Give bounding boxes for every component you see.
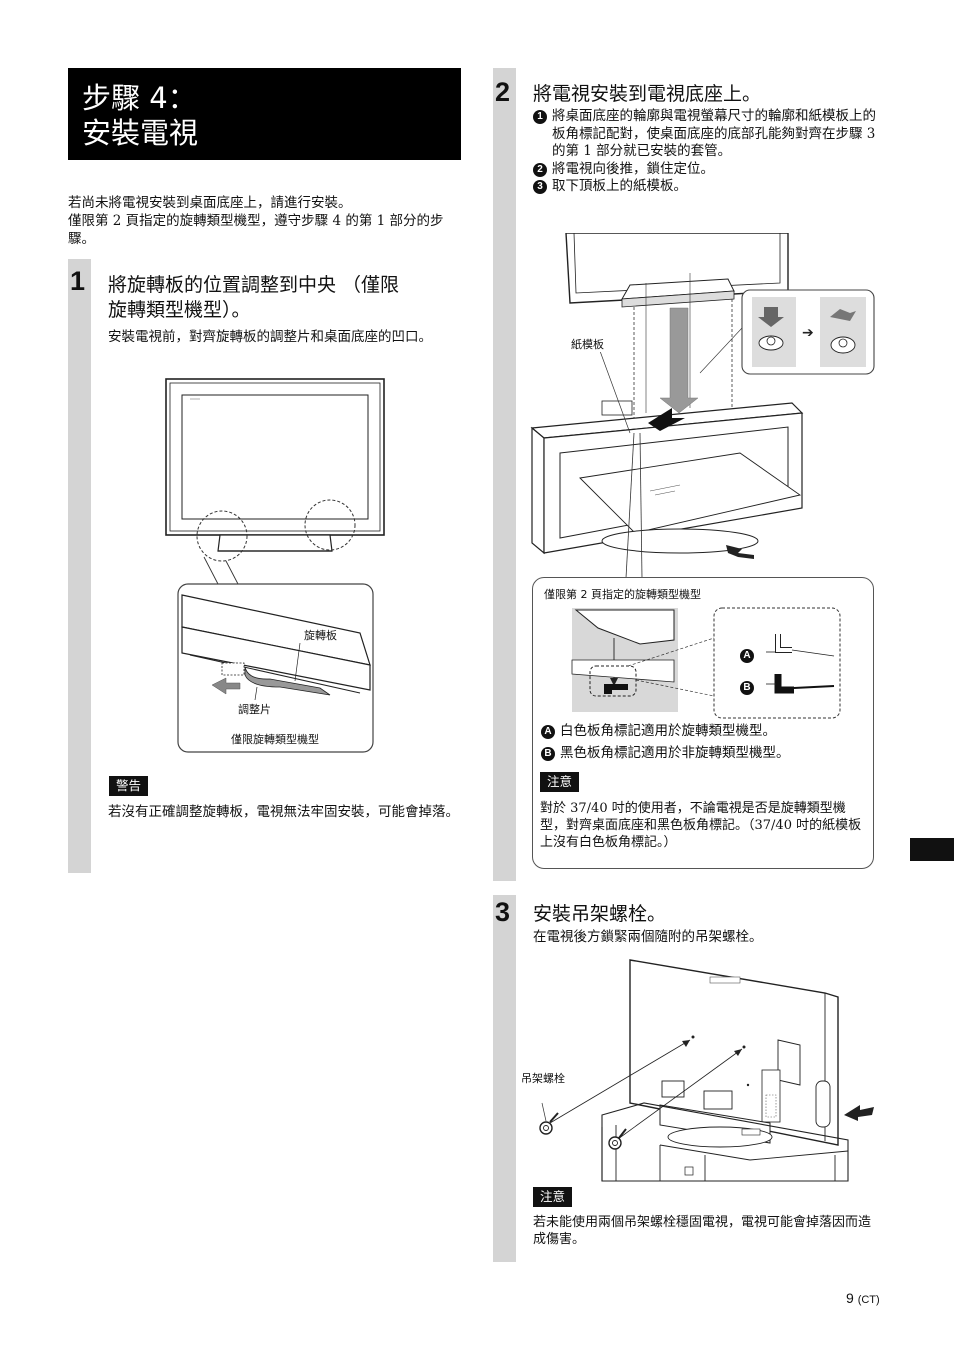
page-title-line2: 安裝電視 — [82, 116, 199, 150]
callout-note-b-marker: B — [541, 746, 555, 761]
step2-sidebar — [493, 68, 516, 881]
step3-number: 3 — [495, 897, 511, 927]
section-edge-tab — [910, 838, 954, 861]
step2-item-1-marker: 1 — [533, 110, 547, 124]
plate-detail-drawing — [181, 594, 371, 701]
page-title-block: 步驟 4： 安裝電視 — [68, 68, 461, 160]
svg-text:➔: ➔ — [802, 325, 814, 341]
step2-fig-label-template: 紙模板 — [571, 336, 604, 352]
callout-note-b-text: 黑色板角標記適用於非旋轉類型機型。 — [560, 744, 790, 761]
step1-fig-label-tab: 調整片 — [238, 703, 271, 716]
callout-marker-b-label: B — [740, 681, 754, 695]
callout-marker-a-label: A — [740, 649, 754, 663]
step2-number: 2 — [495, 77, 511, 107]
step2-item-1-text: 將桌面底座的輪廓與電視螢幕尺寸的輪廓和紙模板上的板角標記配對，使桌面底座的底部孔… — [552, 108, 876, 159]
step1-heading: 將旋轉板的位置調整到中央 （僅限 旋轉類型機型）。 — [108, 273, 468, 323]
intro-paragraph-1: 若尚未將電視安裝到桌面底座上，請進行安裝。 — [68, 195, 352, 211]
step1-fig-label-caption: 僅限旋轉類型機型 — [231, 733, 319, 746]
callout-marker-a: A — [740, 644, 758, 663]
step2-note-text: 對於 37/40 吋的使用者，不論電視是否是旋轉類型機型，對齊桌面底座和黑色板角… — [540, 801, 862, 850]
step1-heading-line2: 旋轉類型機型）。 — [108, 299, 251, 321]
page-number-value: 9 — [846, 1290, 854, 1306]
step2-item-2-marker: 2 — [533, 162, 547, 177]
step2-callout-figure — [571, 607, 841, 719]
intro-paragraph-2: 僅限第 2 頁指定的旋轉類型機型，遵守步驟 4 的第 1 部分的步驟。 — [68, 213, 444, 247]
callout-marker-b: B — [740, 676, 758, 695]
step2-figure: ➔ — [530, 233, 875, 578]
step1-figure — [165, 378, 385, 753]
step2-callout-title: 僅限第 2 頁指定的旋轉類型機型 — [544, 588, 701, 601]
step2-item-3-text: 取下頂板上的紙模板。 — [552, 178, 687, 194]
step1-text: 安裝電視前，對齊旋轉板的調整片和桌面底座的凹口。 — [108, 329, 432, 345]
step2-heading: 將電視安裝到電視底座上。 — [533, 83, 762, 105]
step3-figure — [539, 959, 874, 1182]
step1-warning-badge: 警告 — [109, 776, 149, 796]
page-number: 9 (CT) — [846, 1290, 880, 1306]
callout-note-b: B 黑色板角標記適用於非旋轉類型機型。 — [541, 745, 866, 763]
step3-sidebar — [493, 895, 516, 1262]
step3-text: 在電視後方鎖緊兩個隨附的吊架螺栓。 — [533, 929, 763, 945]
callout-note-a-text: 白色板角標記適用於旋轉類型機型。 — [560, 723, 776, 739]
step2-list: 1 將桌面底座的輪廓與電視螢幕尺寸的輪廓和紙模板上的板角標記配對，使桌面底座的底… — [533, 108, 878, 196]
step1-fig-label-plate: 旋轉板 — [304, 629, 337, 642]
page-title-line1: 步驟 4： — [82, 81, 197, 115]
step2-item-3: 3 取下頂板上的紙模板。 — [533, 178, 878, 196]
step2-note-badge: 注意 — [540, 772, 580, 792]
page-number-suffix: (CT) — [857, 1294, 880, 1306]
step1-sidebar — [68, 259, 91, 873]
step1-warning-text: 若沒有正確調整旋轉板，電視無法牢固安裝，可能會掉落。 — [108, 804, 459, 820]
callout-note-a-marker: A — [541, 725, 555, 739]
step3-heading: 安裝吊架螺栓。 — [533, 903, 667, 925]
step2-item-2: 2 將電視向後推，鎖住定位。 — [533, 161, 878, 179]
callout-note-a: A 白色板角標記適用於旋轉類型機型。 — [541, 723, 866, 741]
step3-fig-label-bolt: 吊架螺栓 — [521, 1072, 565, 1085]
step3-note-badge: 注意 — [533, 1187, 573, 1207]
step2-item-1: 1 將桌面底座的輪廓與電視螢幕尺寸的輪廓和紙模板上的板角標記配對，使桌面底座的底… — [533, 108, 878, 161]
step3-note-text: 若未能使用兩個吊架螺栓穩固電視，電視可能會掉落因而造成傷害。 — [533, 1215, 872, 1247]
intro-text: 若尚未將電視安裝到桌面底座上，請進行安裝。 僅限第 2 頁指定的旋轉類型機型，遵… — [68, 194, 463, 248]
step1-number: 1 — [70, 266, 86, 296]
step2-callout-notes: A 白色板角標記適用於旋轉類型機型。 B 黑色板角標記適用於非旋轉類型機型。 — [541, 723, 866, 762]
step2-item-2-text: 將電視向後推，鎖住定位。 — [552, 160, 714, 177]
step1-heading-line1: 將旋轉板的位置調整到中央 （僅限 — [108, 274, 400, 296]
step2-item-3-marker: 3 — [533, 180, 547, 194]
